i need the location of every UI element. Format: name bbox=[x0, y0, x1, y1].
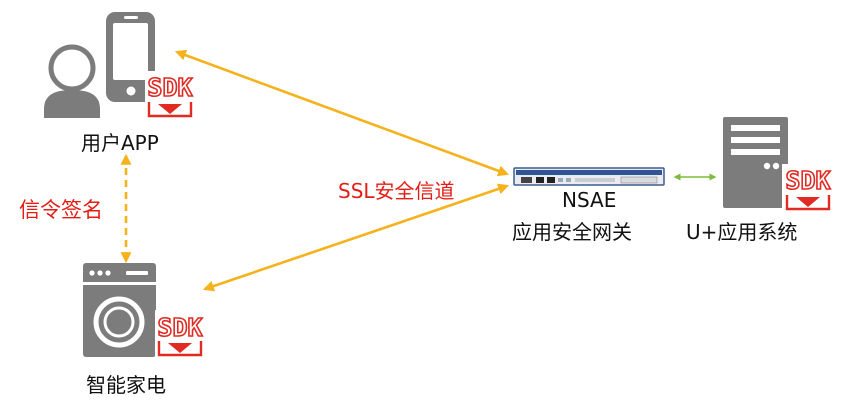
sdk-download-icon: SDK bbox=[782, 164, 834, 212]
sdk-label: SDK bbox=[785, 166, 830, 195]
washing-machine-icon bbox=[83, 263, 156, 357]
sdk-download-icon: SDK bbox=[145, 71, 195, 119]
rack-server-appliance-icon bbox=[513, 167, 665, 186]
gateway-name: NSAE bbox=[562, 188, 617, 212]
smartphone-icon bbox=[106, 12, 155, 102]
sdk-label: SDK bbox=[157, 313, 202, 342]
system-label: U+应用系统 bbox=[686, 220, 798, 244]
appliance-label: 智能家电 bbox=[86, 373, 166, 397]
ssl-channel-label: SSL安全信道 bbox=[338, 179, 455, 203]
ssl-arrow-app-gateway bbox=[174, 49, 510, 177]
user-app-label: 用户APP bbox=[81, 131, 159, 155]
ssl-arrow-appliance-gateway bbox=[202, 183, 510, 292]
gateway-label: 应用安全网关 bbox=[512, 220, 632, 244]
sdk-label: SDK bbox=[147, 73, 192, 102]
sdk-download-icon: SDK bbox=[155, 310, 205, 358]
tower-server-icon bbox=[723, 117, 788, 208]
user-silhouette-icon bbox=[44, 44, 100, 118]
signing-label: 信令签名 bbox=[19, 198, 103, 222]
